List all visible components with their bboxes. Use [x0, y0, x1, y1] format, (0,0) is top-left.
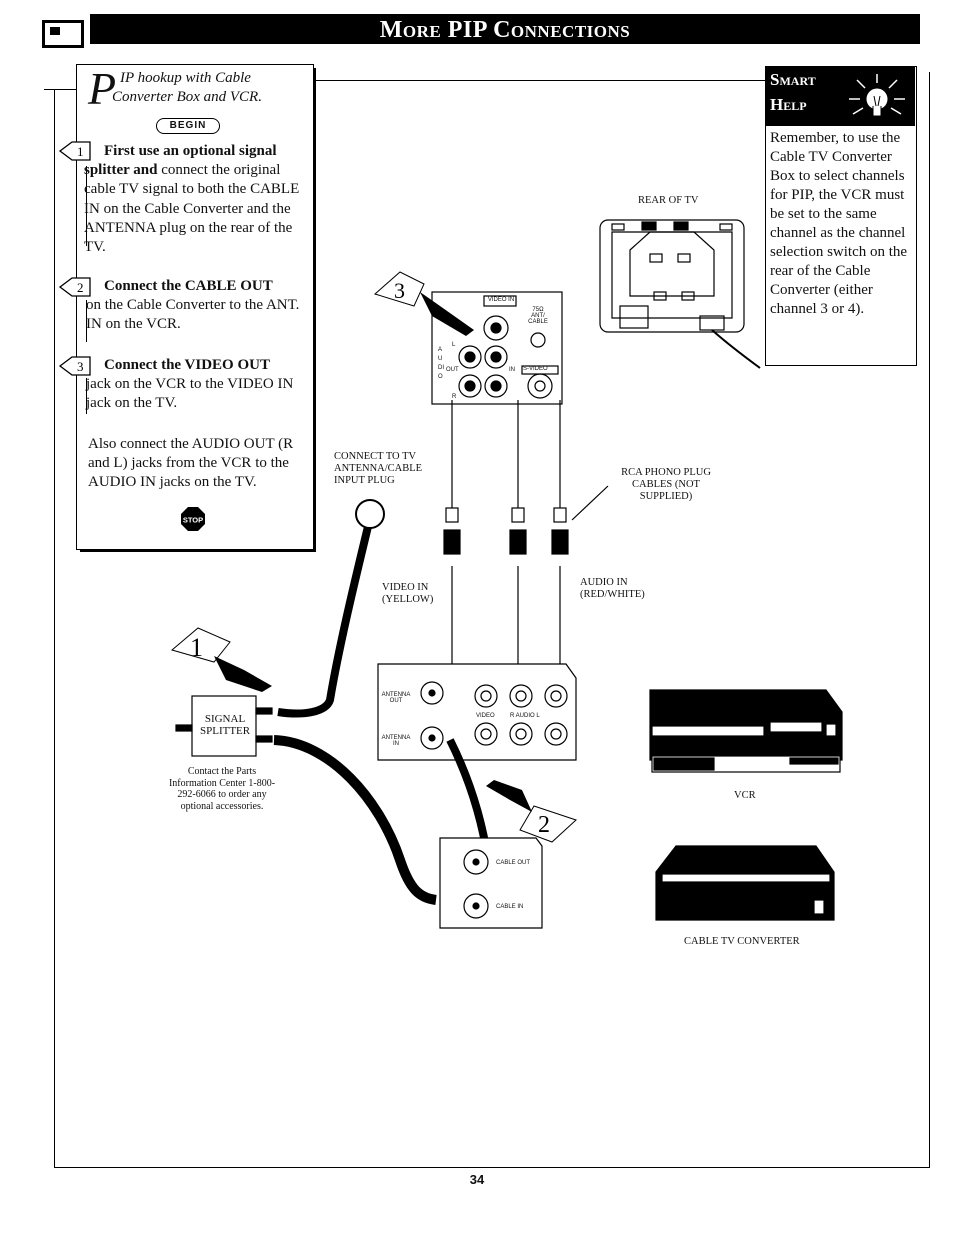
jack-vcr-audio-label: R AUDIO L [510, 713, 540, 719]
rca-cables [443, 400, 609, 668]
panel-shadow [80, 548, 316, 552]
cable-converter-illustration [655, 845, 835, 921]
callout-1: 1 [170, 627, 272, 692]
jack-video-in-label: VIDEO IN [487, 297, 515, 303]
jack-cable-out-label: CABLE OUT [496, 860, 531, 866]
panel-shadow [312, 68, 316, 552]
callout-3: 3 [373, 271, 474, 336]
step-3: Connect the VIDEO OUT jack on the VCR to… [86, 356, 304, 414]
tv-jack-panel [431, 291, 563, 405]
page-title: More PIP Connections [90, 14, 920, 44]
step-1-text: connect the original cable TV signal to … [84, 162, 300, 256]
step-rule [86, 166, 87, 246]
jack-antenna-in-label: ANTENNA IN [381, 735, 411, 747]
step-2-title: Connect the CABLE OUT [104, 278, 273, 294]
parts-info-text: Contact the Parts Information Center 1-8… [168, 766, 276, 812]
vcr-label: VCR [734, 790, 756, 801]
begin-badge: BEGIN [156, 118, 220, 134]
jack-out-label: OUT [446, 367, 459, 373]
frame-divider [312, 80, 765, 81]
intro-text-body: IP hookup with Cable Converter Box and V… [112, 70, 262, 105]
step-2-text: on the Cable Converter to the ANT. IN on… [86, 297, 300, 333]
step-3-number: 3 [77, 359, 84, 374]
jack-antenna-out-label: ANTENNA OUT [381, 692, 411, 704]
step-rule [86, 378, 87, 414]
step-3-text: jack on the VCR to the VIDEO IN jack on … [86, 376, 294, 412]
callout-2-label: 2 [538, 812, 550, 838]
step-2: Connect the CABLE OUT on the Cable Conve… [86, 277, 304, 335]
jack-vcr-video-label: VIDEO [476, 713, 495, 719]
smart-help-header: Smart Help [765, 66, 915, 126]
vcr-jack-panel [377, 663, 577, 761]
page-number: 34 [469, 1172, 485, 1187]
jack-in-label: IN [509, 367, 515, 373]
smart-help-body: Remember, to use the Cable TV Converter … [770, 130, 908, 317]
coax-cable-to-tv [277, 509, 376, 718]
video-in-label: VIDEO IN (YELLOW) [382, 582, 434, 605]
step-2-number: 2 [77, 280, 84, 295]
step-3-arrow-icon: 3 [58, 356, 91, 376]
rca-cables-label: RCA PHONO PLUG CABLES (NOT SUPPLIED) [621, 467, 711, 502]
frame-divider [54, 90, 55, 1168]
callout-1-label: 1 [190, 633, 203, 662]
vcr-illustration [649, 689, 843, 773]
frame-divider [44, 89, 76, 90]
intro-text: IP hookup with Cable Converter Box and V… [112, 69, 302, 107]
frame-divider [54, 1167, 930, 1168]
jack-s-video-label: S-VIDEO [523, 366, 548, 372]
jack-l-label: L [452, 342, 456, 348]
stop-label: STOP [183, 516, 203, 525]
lightbulb-icon [849, 74, 905, 117]
intro-dropcap: P [88, 63, 117, 114]
step-1-arrow-icon: 1 [58, 141, 91, 161]
audio-in-label: AUDIO IN (RED/WHITE) [580, 577, 645, 600]
smart-help-title-1: Smart [770, 70, 816, 89]
step-1-title: First use an optional signal splitter an… [84, 143, 277, 179]
callout-2: 2 [486, 780, 577, 843]
jack-cable-in-label: CABLE IN [496, 904, 524, 910]
frame-divider [929, 72, 930, 1168]
jack-audio-label: AUDIO [438, 347, 444, 380]
jack-ant-cable-label: 75Ω ANT/ CABLE [528, 307, 548, 325]
step-3-title: Connect the VIDEO OUT [104, 357, 270, 373]
step-2-arrow-icon: 2 [58, 277, 91, 297]
signal-splitter-illustration [175, 695, 273, 757]
tv-rear-illustration [599, 219, 761, 369]
also-connect-text: Also connect the AUDIO OUT (R and L) jac… [88, 436, 294, 491]
instructions-panel [76, 64, 314, 550]
tv-icon [42, 20, 84, 48]
step-1-number: 1 [77, 144, 84, 159]
connect-to-tv-label: CONNECT TO TV ANTENNA/CABLE INPUT PLUG [334, 451, 423, 486]
callout-3-label: 3 [394, 278, 405, 303]
step-1: First use an optional signal splitter an… [84, 142, 304, 257]
coax-cable-to-converter [273, 735, 437, 905]
stop-icon: STOP [181, 507, 205, 531]
converter-jack-panel [439, 837, 543, 929]
step-rule [86, 300, 87, 342]
cable-tv-converter-label: CABLE TV CONVERTER [684, 936, 800, 947]
rear-of-tv-label: REAR OF TV [638, 195, 699, 206]
jack-r-label: R [452, 394, 457, 400]
smart-help-title-2: Help [770, 95, 807, 114]
signal-splitter-label: SIGNAL SPLITTER [200, 713, 251, 737]
